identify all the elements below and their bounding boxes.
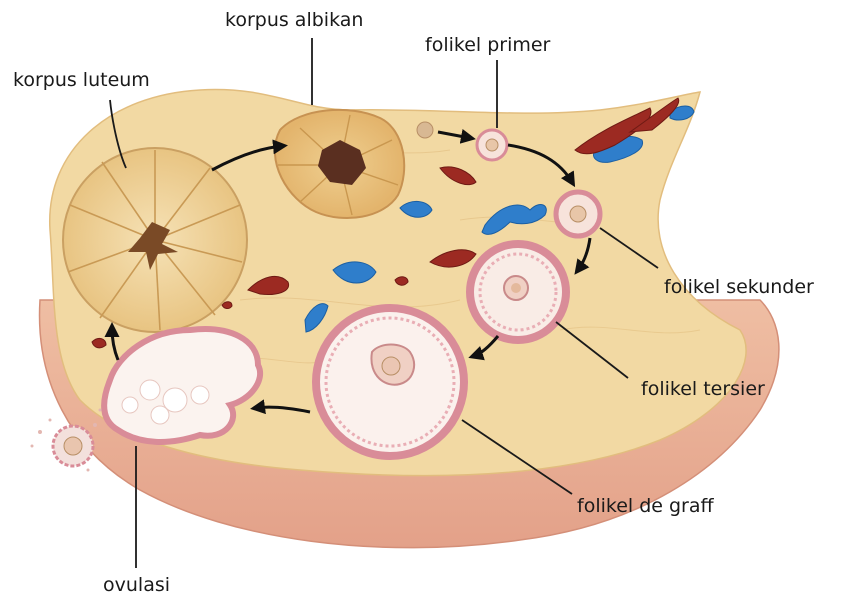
label-folikel-de-graff: folikel de graff (577, 497, 714, 516)
folikel-sekunder-structure (556, 192, 600, 236)
label-korpus-luteum: korpus luteum (13, 71, 150, 90)
label-korpus-albikan: korpus albikan (225, 11, 363, 30)
label-ovulasi: ovulasi (103, 576, 170, 595)
korpus-luteum-structure (63, 148, 247, 332)
folikel-de-graff-structure (316, 308, 464, 456)
label-folikel-primer: folikel primer (425, 36, 550, 55)
label-folikel-tersier: folikel tersier (641, 380, 765, 399)
label-folikel-sekunder: folikel sekunder (664, 278, 814, 297)
folikel-tersier-structure (470, 244, 566, 340)
